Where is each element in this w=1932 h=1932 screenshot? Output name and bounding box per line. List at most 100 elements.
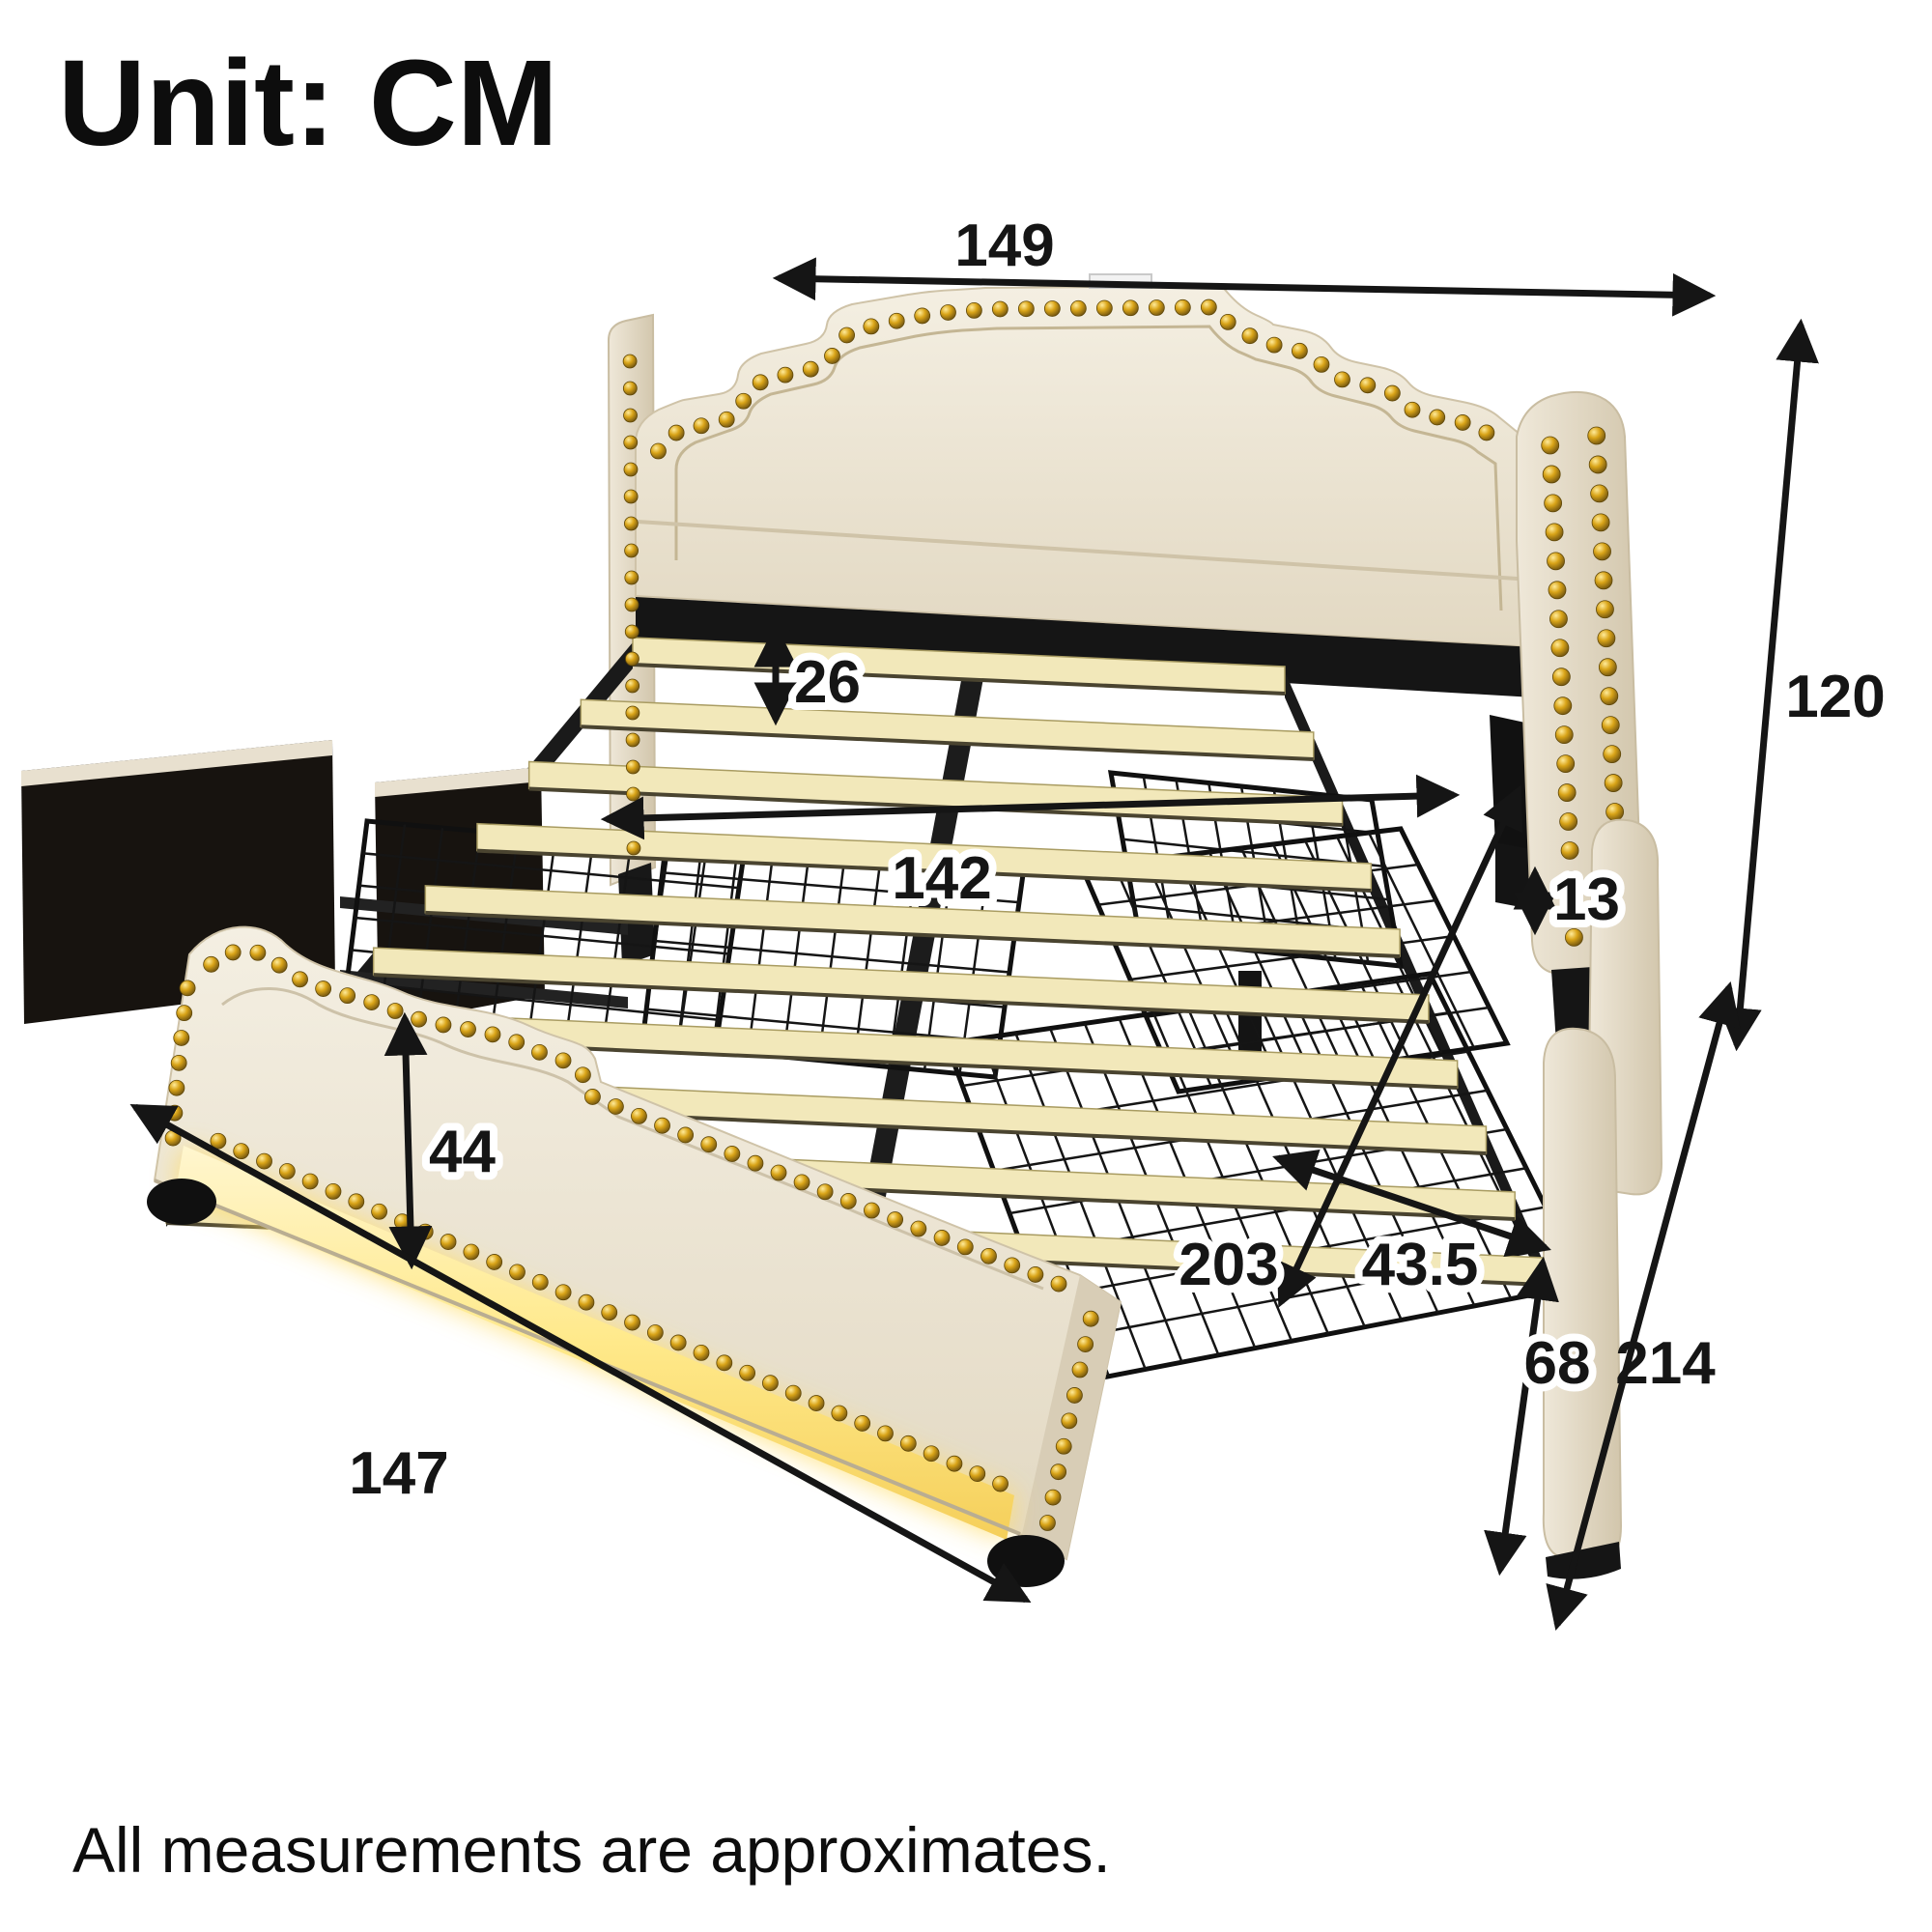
nailhead-stud [1593,542,1611,561]
nailhead-stud [625,678,640,694]
nailhead-stud [1604,774,1623,792]
nailhead-stud [624,597,639,612]
dimension-rail-height: 13 [1513,859,1628,941]
nailhead-stud [339,987,356,1005]
nailhead-stud [1588,455,1607,474]
nailhead-stud [624,1314,640,1331]
dimension-label: 13 [1553,867,1620,933]
nailhead-stud [435,1016,452,1034]
nailhead-stud [170,1054,187,1071]
nailhead-stud [325,1183,342,1200]
dimension-label: 43.5 [1362,1232,1479,1298]
nailhead-stud [631,1107,647,1124]
nailhead-stud [278,1163,296,1179]
nailhead-stud [1563,899,1582,918]
nailhead-stud [1027,1266,1044,1283]
nailhead-stud [735,392,753,410]
nailhead-stud [700,1136,718,1153]
nailhead-stud [1594,571,1613,590]
dimension-footboard-width: 147 [129,1103,1032,1604]
nailhead-stud [463,1243,480,1261]
nailhead-stud [677,1126,695,1144]
nailhead-stud [1383,384,1401,402]
nailhead-stud [386,1003,404,1019]
nailhead-stud [1547,552,1565,571]
dimension-headboard-height: 120 [1719,318,1886,1052]
nailhead-stud [623,489,639,504]
nailhead-stud [625,705,640,721]
nailhead-stud [1545,523,1564,542]
dimension-drawer-width: 43.5 [1272,1150,1551,1306]
nailhead-stud [554,1052,572,1069]
nailhead-stud [793,1174,810,1191]
nailhead-stud [991,300,1009,318]
nailhead-stud [940,304,956,321]
nailhead-stud [1017,300,1035,318]
nailhead-stud [1601,716,1620,735]
dimension-label: 26 [794,649,861,716]
nailhead-stud [1219,313,1236,330]
nailhead-stud [623,408,638,423]
nailhead-stud [1069,299,1087,317]
nailhead-stud [1560,841,1579,860]
dimension-slat-width: 142 [600,774,1461,920]
nailhead-stud [411,1010,428,1028]
nailhead-stud [1598,658,1617,677]
dimension-label: 68 [1524,1330,1591,1397]
nailhead-stud [509,1264,526,1281]
nailhead-stud [1071,1361,1089,1378]
nailhead-stud [176,1005,193,1022]
dimension-arrow [1719,318,1819,1052]
nailhead-stud [992,1475,1009,1492]
dimension-label: 44 [429,1119,496,1185]
nailhead-stud [1478,424,1495,441]
nailhead-stud [887,1211,904,1228]
nailhead-stud [965,301,982,319]
nailhead-stud [1148,299,1165,316]
nailhead-stud [650,442,667,460]
dimension-headboard-to-slats: 26 [753,623,868,726]
nailhead-stud [486,1254,503,1270]
bed-illustration [21,273,1663,1587]
nailhead-stud [1557,783,1577,802]
nailhead-stud [249,944,267,961]
nailhead-stud [575,1066,591,1084]
nailhead-stud [784,1384,802,1402]
nailhead-stud [1559,812,1578,831]
nailhead-stud [1043,300,1061,317]
nailhead-stud [1603,745,1622,763]
nailhead-stud [777,366,794,384]
unit-title: Unit: CM [58,35,558,171]
nailhead-stud [1291,342,1308,359]
nailhead-stud [371,1203,388,1220]
dimension-headboard-width: 149 [772,213,1717,317]
nailhead-stud [1548,581,1567,600]
nailhead-stud [626,840,641,856]
nailhead-stud [440,1234,457,1250]
nailhead-stud [646,1324,664,1341]
nailhead-stud [625,651,639,667]
dimension-label: 142 [892,845,991,912]
nailhead-stud [1600,687,1619,706]
nailhead-stud [622,354,638,369]
dimension-label: 120 [1785,664,1885,730]
nailhead-stud [623,462,639,477]
nailhead-stud [824,348,840,364]
dimension-arrow [1484,1256,1559,1577]
footboard-foot [147,1179,216,1225]
nailhead-stud [1590,484,1609,503]
nailhead-stud [624,543,639,558]
nailhead-stud [179,980,196,997]
nailhead-stud [1553,696,1573,716]
nailhead-stud [1541,436,1560,455]
nailhead-stud [752,374,769,391]
nailhead-stud [531,1273,549,1291]
nailhead-stud [1050,1463,1067,1481]
nailhead-stud [838,327,855,344]
nailhead-stud [1200,298,1217,316]
nailhead-stud [1265,336,1283,354]
nailhead-stud [933,1230,951,1246]
dimension-arrow [1272,1150,1551,1257]
nailhead-stud [914,307,931,325]
nailhead-stud [816,1183,834,1201]
